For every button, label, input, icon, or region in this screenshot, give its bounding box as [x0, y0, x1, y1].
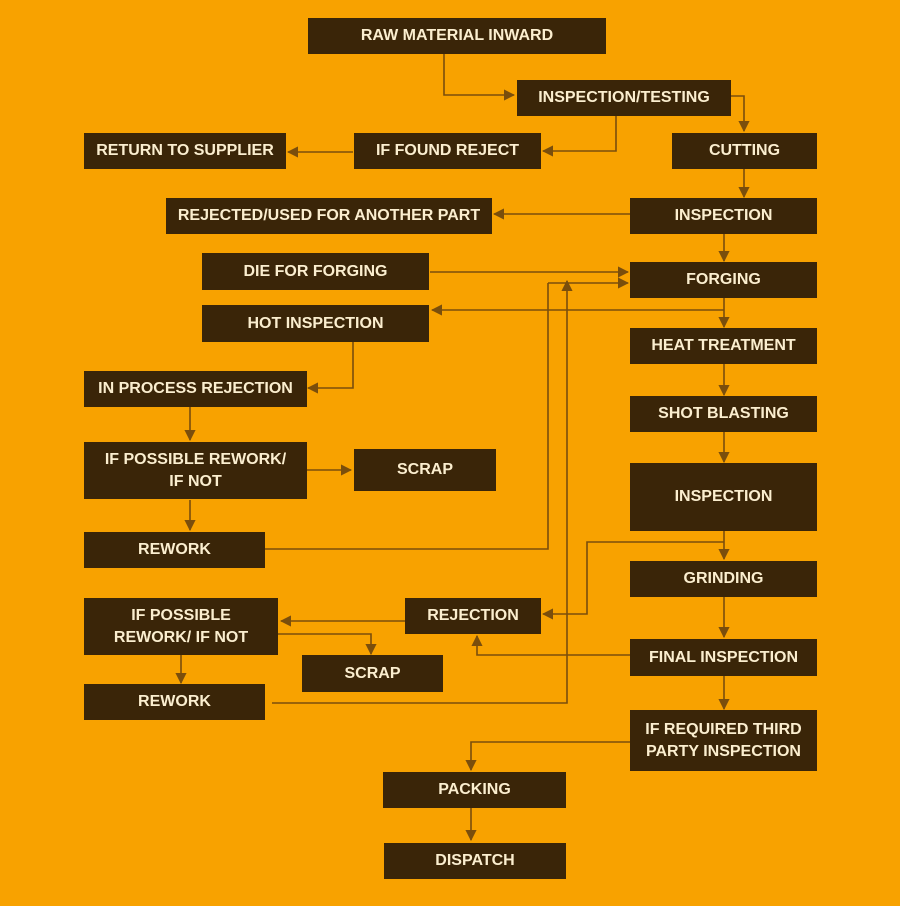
node-final-inspection: FINAL INSPECTION [630, 639, 817, 676]
node-label-line1: IF REQUIRED THIRD [645, 720, 802, 738]
node-label: INSPECTION/TESTING [538, 89, 710, 106]
node-rejected-used-for-another-part: REJECTED/USED FOR ANOTHER PART [166, 198, 492, 234]
node-label: HEAT TREATMENT [651, 337, 796, 354]
node-scrap-1: SCRAP [354, 449, 496, 491]
node-label-line1: IF POSSIBLE REWORK/ [104, 450, 287, 468]
node-third-party-inspection: IF REQUIRED THIRD PARTY INSPECTION [630, 710, 817, 771]
node-shot-blasting: SHOT BLASTING [630, 396, 817, 432]
node-hot-inspection: HOT INSPECTION [202, 305, 429, 342]
node-label: FORGING [686, 271, 761, 288]
node-rework-2: REWORK [84, 684, 265, 720]
node-label: REJECTED/USED FOR ANOTHER PART [177, 207, 481, 224]
node-label: PACKING [438, 781, 511, 798]
node-if-found-reject: IF FOUND REJECT [354, 133, 541, 169]
node-label-line2: IF NOT [169, 472, 222, 490]
node-cutting: CUTTING [672, 133, 817, 169]
node-label: DIE FOR FORGING [243, 262, 388, 280]
node-label: FINAL INSPECTION [648, 648, 799, 666]
node-forging: FORGING [630, 262, 817, 298]
node-label: REWORK [138, 541, 211, 558]
node-inspection-after-shot-blasting: INSPECTION [630, 463, 817, 531]
node-label: SHOT BLASTING [658, 405, 789, 422]
node-label: DISPATCH [435, 852, 515, 869]
node-heat-treatment: HEAT TREATMENT [630, 328, 817, 364]
node-label: GRINDING [683, 570, 764, 587]
node-label: HOT INSPECTION [247, 314, 384, 332]
node-label: REJECTION [427, 607, 519, 624]
node-label: INSPECTION [674, 488, 773, 505]
node-raw-material-inward: RAW MATERIAL INWARD [308, 18, 606, 54]
node-rework-1: REWORK [84, 532, 265, 568]
node-label: REWORK [138, 693, 211, 710]
node-if-possible-rework-1: IF POSSIBLE REWORK/ IF NOT [84, 442, 307, 499]
node-inspection-after-cutting: INSPECTION [630, 198, 817, 234]
node-label: INSPECTION [674, 207, 773, 224]
node-label-line1: IF POSSIBLE [131, 606, 231, 624]
node-label: RAW MATERIAL INWARD [360, 27, 554, 44]
node-if-possible-rework-2: IF POSSIBLE REWORK/ IF NOT [84, 598, 278, 655]
node-return-to-supplier: RETURN TO SUPPLIER [84, 133, 286, 169]
node-dispatch: DISPATCH [384, 843, 566, 879]
node-label-line2: REWORK/ IF NOT [113, 628, 249, 646]
node-scrap-2: SCRAP [302, 655, 443, 692]
node-inspection-testing: INSPECTION/TESTING [517, 80, 731, 116]
node-label: IF FOUND REJECT [375, 142, 520, 159]
node-label: RETURN TO SUPPLIER [96, 142, 274, 159]
node-grinding: GRINDING [630, 561, 817, 597]
node-label: IN PROCESS REJECTION [98, 380, 293, 397]
node-in-process-rejection: IN PROCESS REJECTION [84, 371, 307, 407]
node-packing: PACKING [383, 772, 566, 808]
node-label: CUTTING [708, 142, 781, 159]
node-rejection: REJECTION [405, 598, 541, 634]
node-label: SCRAP [344, 664, 401, 682]
node-label-line2: PARTY INSPECTION [646, 742, 801, 760]
node-die-for-forging: DIE FOR FORGING [202, 253, 429, 290]
node-label: SCRAP [396, 461, 453, 478]
